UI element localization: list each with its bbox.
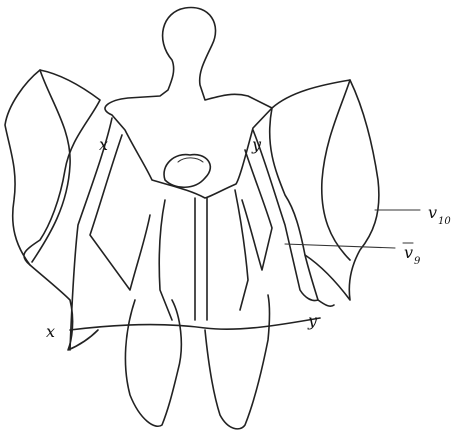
lower-left-lobe xyxy=(125,300,181,426)
inner-gland xyxy=(164,155,210,188)
central-stalk xyxy=(195,198,207,320)
label-v10: v xyxy=(428,203,437,222)
right-sepal-arm-inner xyxy=(242,150,272,270)
column-head xyxy=(105,8,272,198)
lip-left-line xyxy=(159,200,172,320)
lip-right-line xyxy=(235,190,248,310)
right-petal-inner-edge xyxy=(322,80,350,260)
label-y-lower: y xyxy=(307,311,318,330)
label-v9-sub: 9 xyxy=(414,256,421,267)
label-y-upper: y xyxy=(251,135,262,154)
label-x-upper: x xyxy=(99,135,108,154)
lower-right-lobe xyxy=(205,295,270,429)
label-v10-sub: 10 xyxy=(438,216,451,227)
right-sepal-arm xyxy=(253,130,318,301)
left-petal-lower xyxy=(30,265,98,350)
left-petal-inner-edge xyxy=(32,70,70,262)
label-x-lower: x xyxy=(46,322,55,341)
right-outer-petal xyxy=(270,80,379,300)
inner-arc xyxy=(178,158,203,162)
label-v9: v xyxy=(404,243,413,262)
